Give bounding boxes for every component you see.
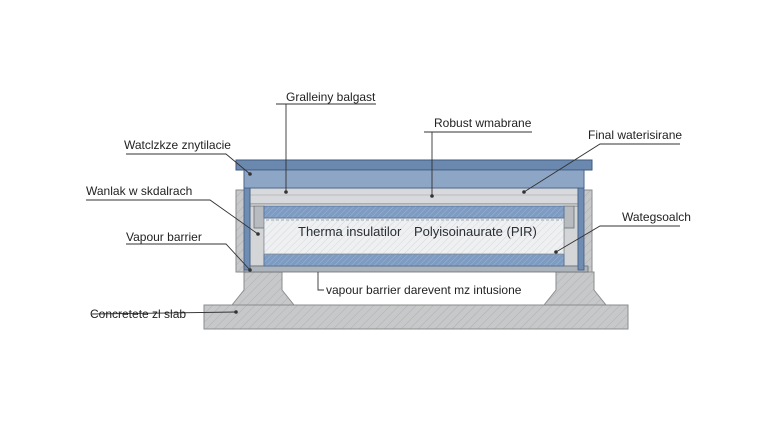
label-pir: Polyisoinaurate (PIR) — [414, 224, 537, 239]
label-vapour-barrier: Vapour barrier — [126, 230, 202, 244]
vapour-barrier-layer — [263, 253, 565, 267]
top-cover-skirt — [243, 169, 585, 189]
top-cover-membrane — [235, 159, 593, 171]
label-thermal-insulation: Therma insulatilor — [298, 224, 402, 239]
concrete-slab — [203, 304, 629, 330]
left-upstand-cap — [253, 205, 265, 229]
base-deck — [243, 265, 589, 273]
label-robust-membrane: Robust wmabrane — [434, 116, 532, 130]
label-final-waterproofing: Final waterisirane — [588, 128, 683, 142]
label-waterproofing-overlap: Watclzkze znytilacie — [124, 138, 231, 152]
right-upstand-cap — [563, 205, 575, 229]
label-wall-detail: Wanlak w skdalrach — [86, 184, 193, 198]
right-support — [542, 271, 608, 306]
label-water-seal: Wategsoalch — [622, 210, 691, 224]
label-gravel-ballast: Gralleiny balgast — [286, 90, 376, 104]
label-concrete-slab: Concretete zl slab — [90, 307, 187, 321]
label-vapour-barrier-note: vapour barrier darevent mz intusione — [326, 283, 522, 297]
upper-membrane-layer — [263, 205, 565, 219]
leader-lines — [86, 103, 680, 315]
gravel-ballast-layer — [249, 187, 579, 205]
left-support — [230, 271, 296, 306]
leader-dots — [234, 172, 558, 314]
